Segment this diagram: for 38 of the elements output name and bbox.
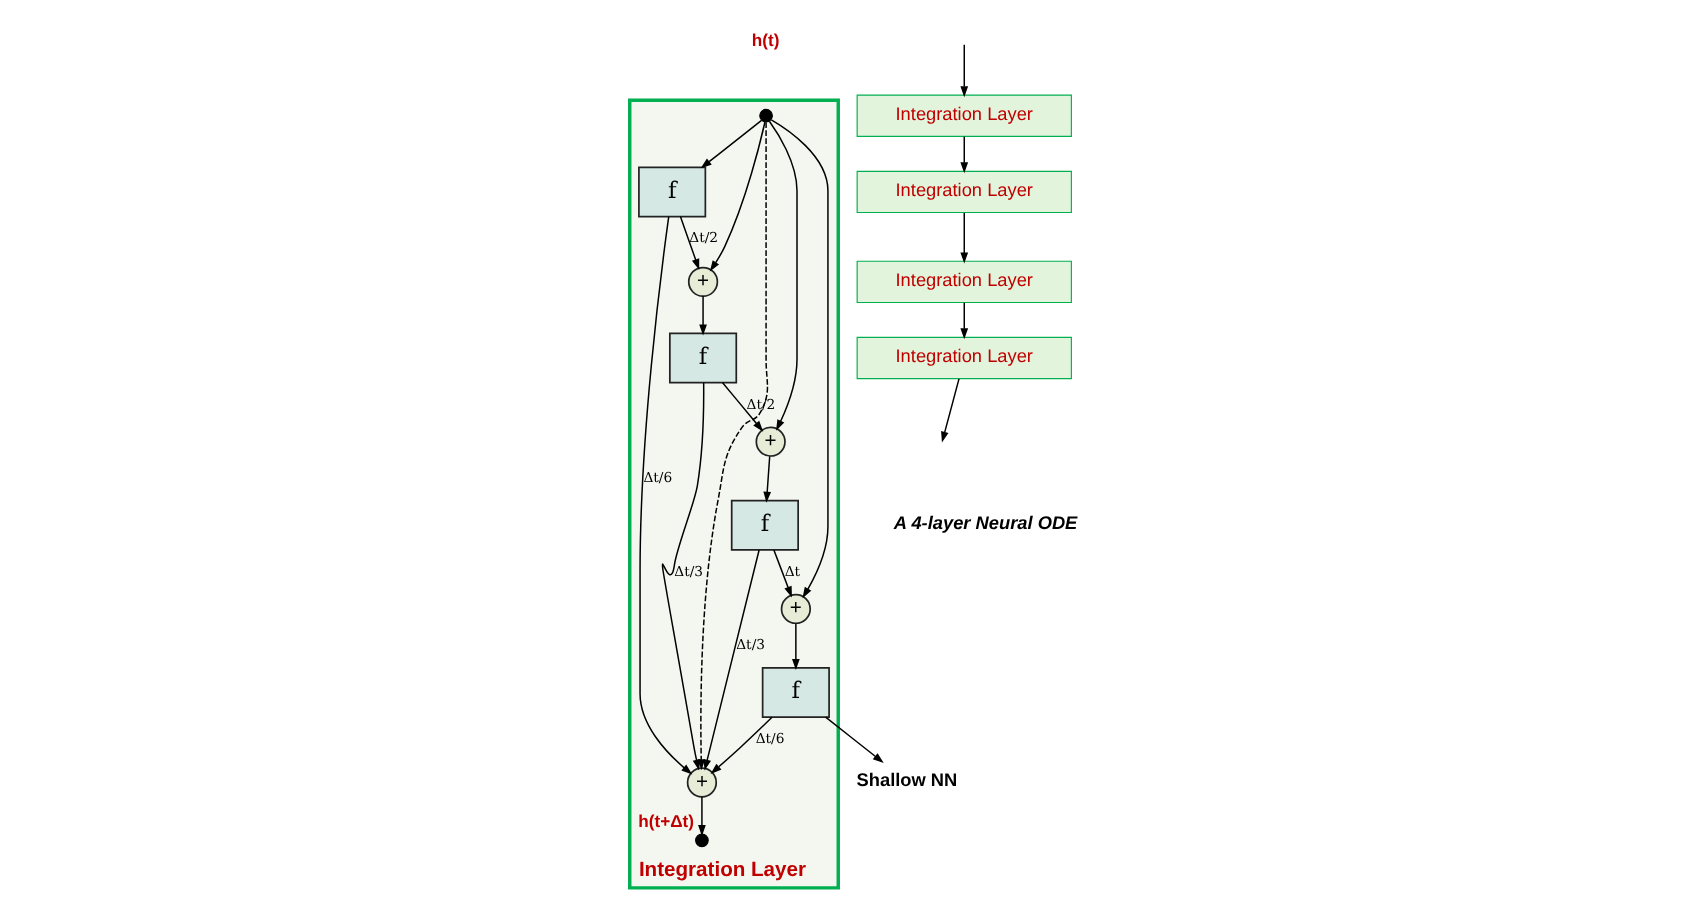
arrow — [720, 380, 763, 431]
label: A 4-layer Neural ODE — [892, 511, 1077, 532]
arrow — [791, 621, 799, 669]
arrow — [959, 301, 968, 339]
arrow — [772, 548, 791, 597]
node-circle — [758, 107, 772, 122]
arrow — [767, 119, 797, 430]
node-circle: + — [686, 265, 718, 297]
arrow — [698, 294, 706, 335]
node-box: f — [637, 165, 706, 217]
arrow — [823, 715, 883, 763]
arrow — [769, 118, 828, 598]
node-box: f — [729, 498, 798, 550]
node-label: h(t+Δt) — [637, 810, 694, 831]
node-circle: + — [754, 425, 785, 456]
arrow — [702, 548, 759, 770]
node-text: Shallow NN — [855, 768, 957, 789]
node-circle: + — [779, 592, 811, 624]
node-box: Integration Layer — [855, 169, 1071, 213]
arrow — [959, 43, 968, 97]
node-box: f — [668, 331, 737, 383]
node-label: h(t) — [750, 29, 779, 50]
arrow — [708, 120, 765, 271]
arrow — [699, 118, 762, 168]
node-box: Integration Layer — [855, 259, 1071, 303]
arrow — [959, 211, 968, 263]
arrow — [959, 134, 968, 173]
arrow — [697, 795, 705, 836]
node-circle: + — [685, 766, 717, 797]
node-box: Integration Layer — [855, 93, 1071, 136]
arrow — [762, 454, 771, 502]
node-box: Integration Layer — [855, 335, 1071, 379]
arrow — [709, 715, 772, 773]
node-box: f — [760, 666, 829, 718]
arrow — [638, 215, 692, 774]
arrow — [678, 214, 699, 269]
node-circle — [694, 832, 708, 847]
arrow — [940, 377, 959, 442]
